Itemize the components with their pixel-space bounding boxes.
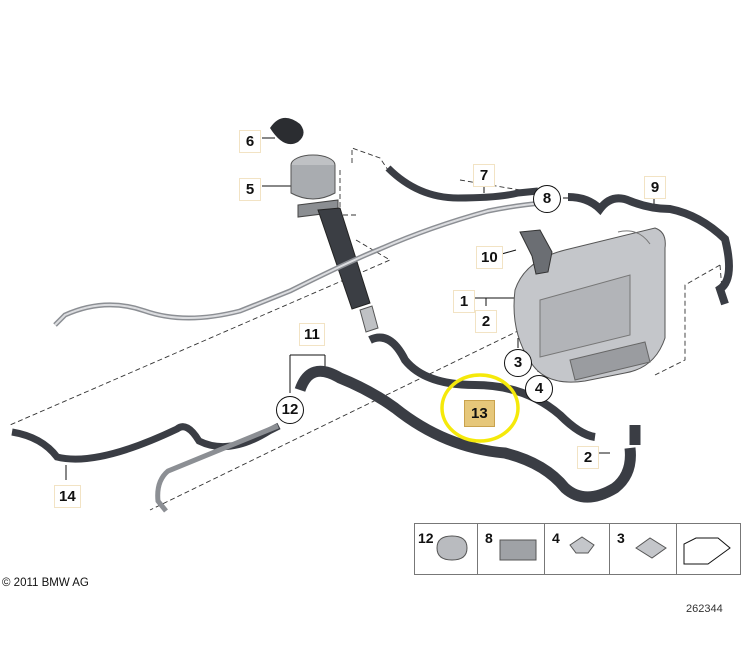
hose-14: [11, 422, 281, 463]
callout-3: 3: [504, 349, 532, 377]
callout-11: 11: [299, 323, 325, 346]
callout-12: 12: [276, 396, 304, 424]
legend-cell-12: 12: [414, 523, 478, 575]
hose-upper: [385, 165, 539, 202]
legend-cell-8: 8: [477, 523, 545, 575]
copyright-text: © 2011 BMW AG: [2, 577, 89, 589]
callout-14: 14: [54, 485, 81, 508]
legend-cell-arrow: [676, 523, 741, 575]
leader-lines: [65, 137, 655, 480]
callout-13: 13: [464, 400, 495, 427]
callout-6: 6: [239, 130, 261, 153]
reservoir-assembly: [270, 117, 379, 333]
bracket-10: [519, 229, 553, 275]
legend-label-12: 12: [418, 530, 434, 546]
legend-label-3: 3: [617, 530, 625, 546]
legend-label-4: 4: [552, 530, 560, 546]
expansion-tank: [513, 227, 666, 383]
callout-2-upper: 2: [475, 310, 497, 333]
callout-1: 1: [453, 290, 475, 313]
legend-cell-3: 3: [609, 523, 677, 575]
legend-label-8: 8: [485, 530, 493, 546]
callout-5: 5: [239, 178, 261, 201]
image-number: 262344: [686, 603, 723, 615]
dashed-guides: [9, 147, 723, 511]
hose-11: [294, 365, 636, 503]
callout-10: 10: [476, 246, 503, 269]
callout-4: 4: [525, 375, 553, 403]
hose-9: [567, 193, 733, 306]
legend-cell-4: 4: [544, 523, 610, 575]
callout-2-lower: 2: [577, 446, 599, 469]
callout-9: 9: [644, 176, 666, 199]
callout-7: 7: [473, 164, 495, 187]
callout-8: 8: [533, 185, 561, 213]
